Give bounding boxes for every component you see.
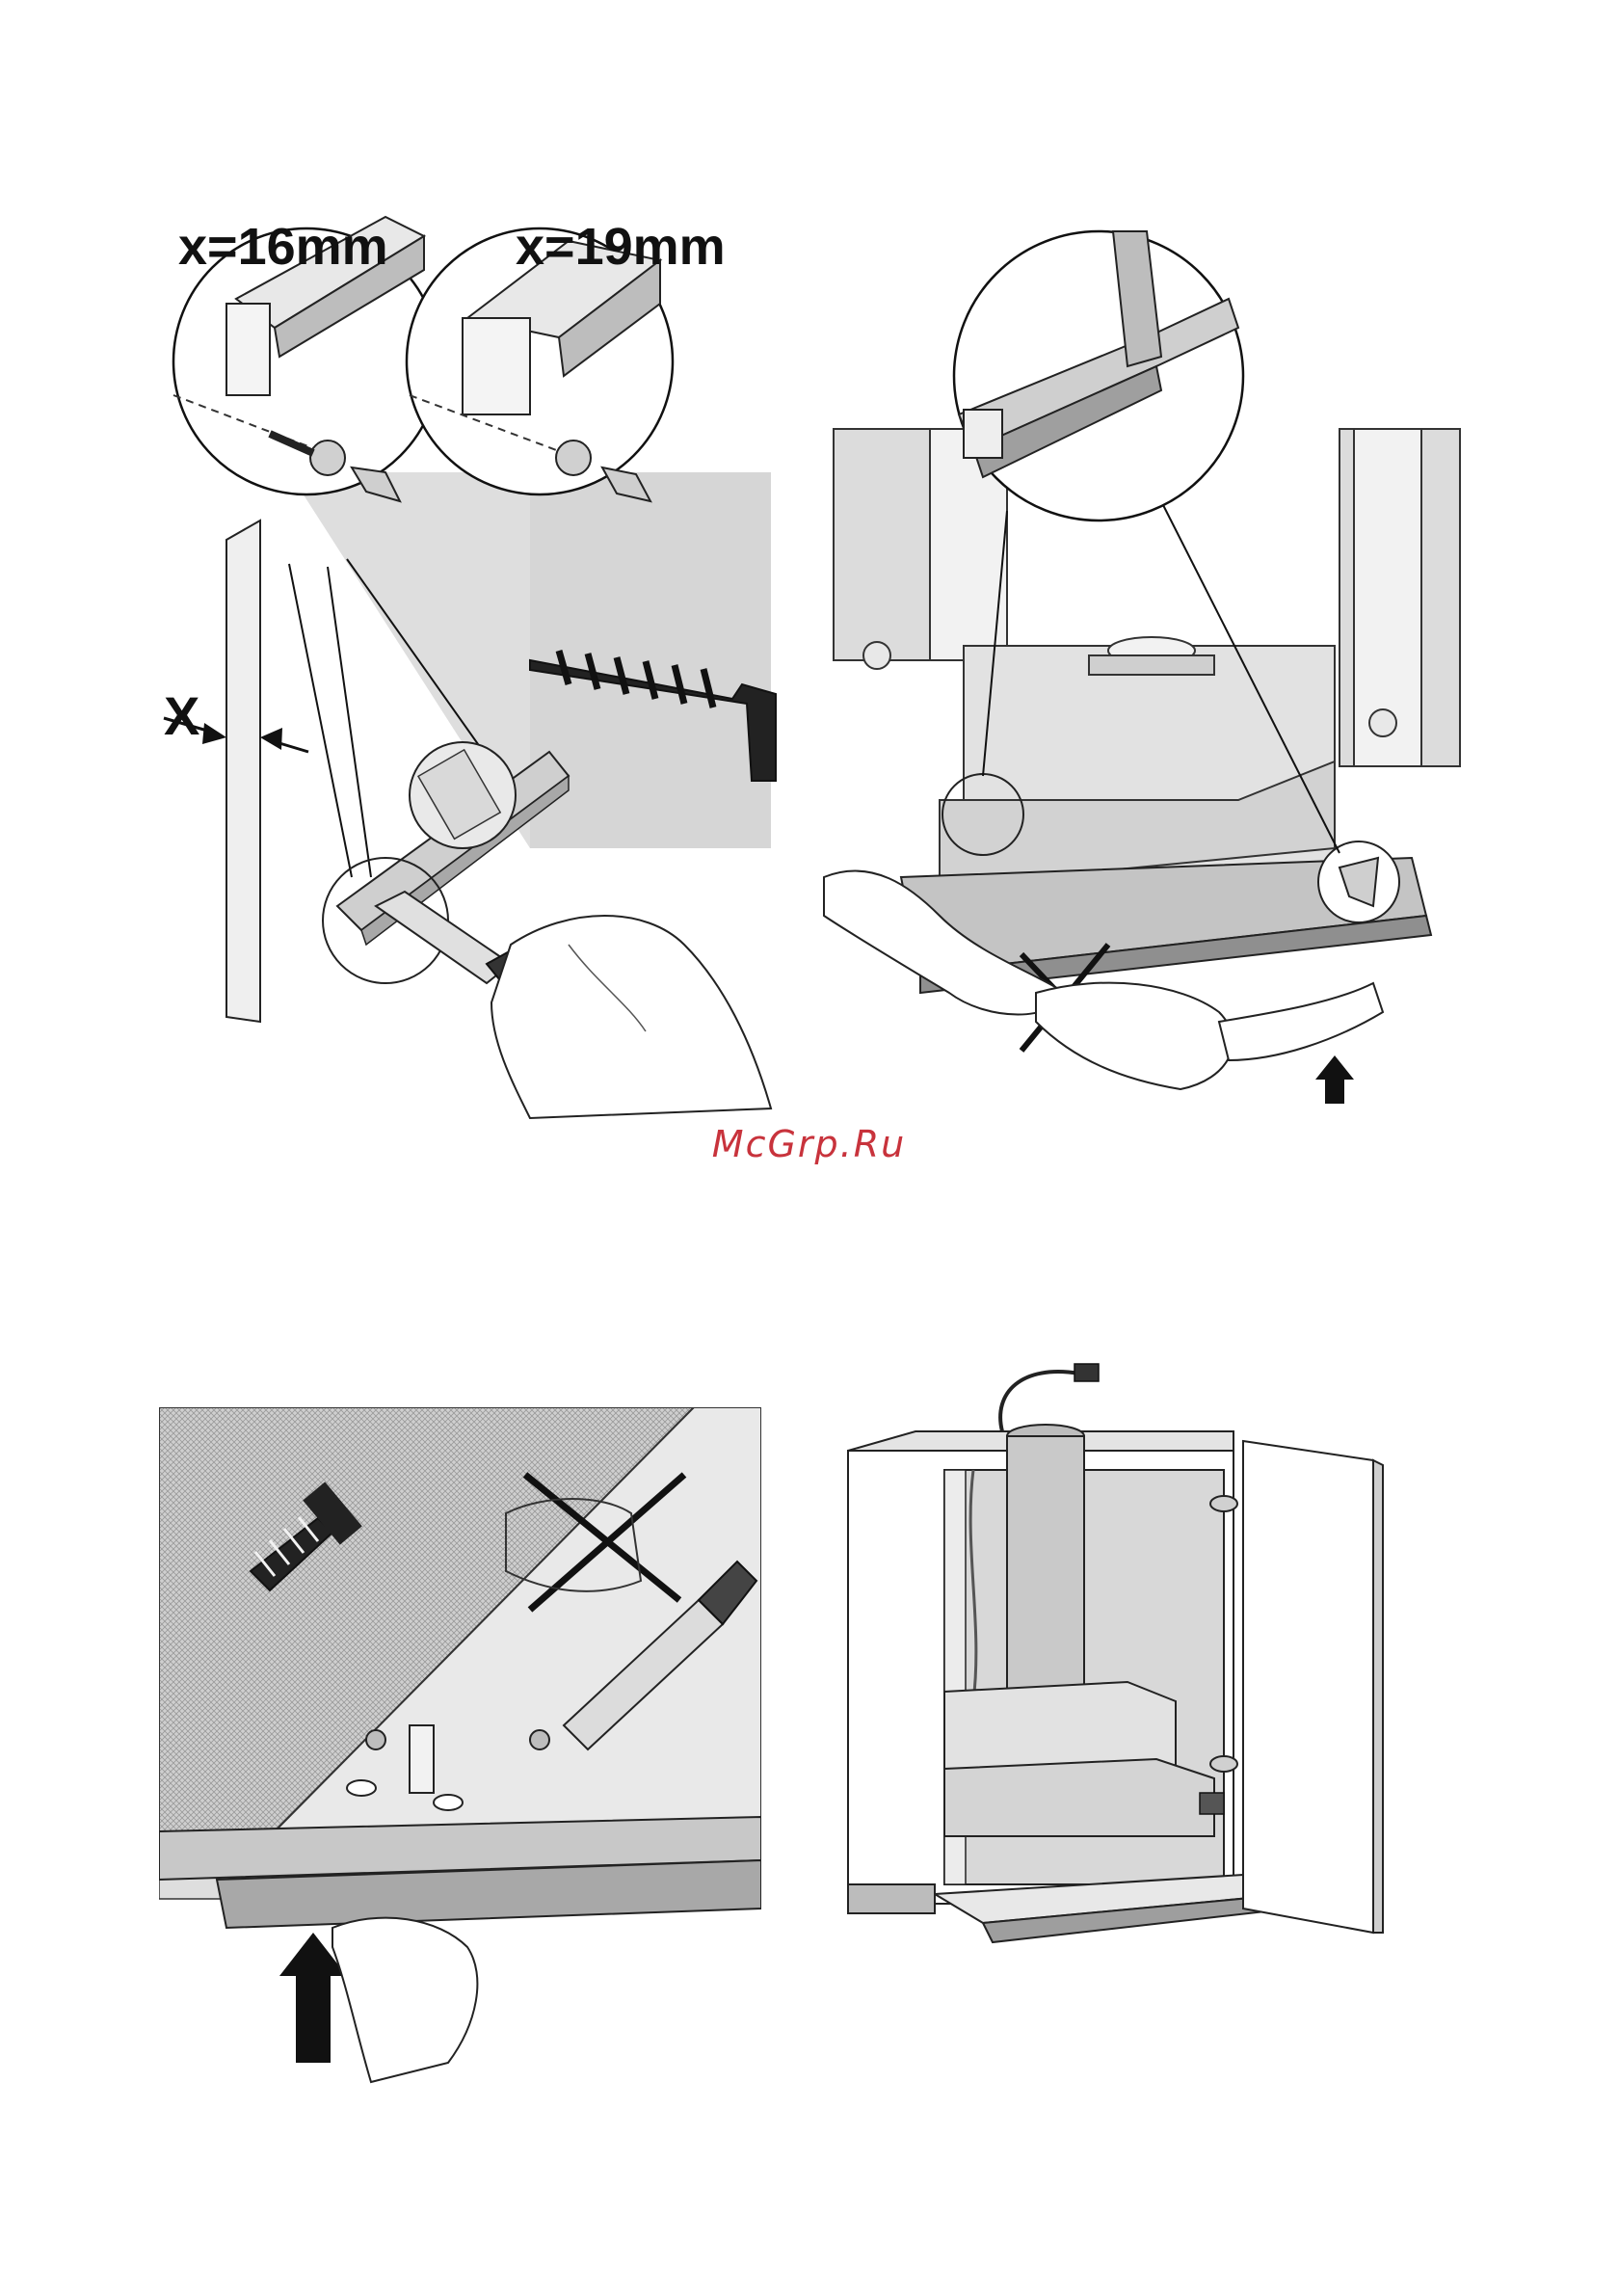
label-x19mm: x=19mm <box>516 217 726 277</box>
illustration-bracket-mounting: x=16mm x=19mm X <box>145 212 800 1128</box>
hood-fitting-drawing <box>814 222 1470 1137</box>
watermark-text: McGrp.Ru <box>0 1123 1618 1165</box>
hood-underside-drawing <box>159 1407 761 2101</box>
bracket-mounting-drawing <box>145 212 800 1128</box>
label-x-dimension: X <box>164 684 199 747</box>
illustration-cabinet-duct <box>838 1354 1455 1971</box>
illustration-hood-fitting <box>814 222 1470 1137</box>
label-x16mm: x=16mm <box>178 217 388 277</box>
illustration-hood-underside <box>159 1407 761 2101</box>
cabinet-duct-drawing <box>838 1354 1455 1971</box>
